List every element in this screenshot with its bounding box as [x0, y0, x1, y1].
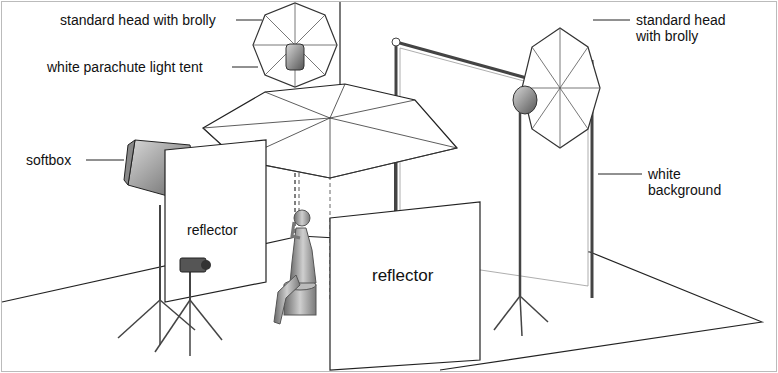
part-label: softbox — [26, 152, 71, 168]
right-brolly — [494, 28, 600, 336]
reflector-panel — [165, 140, 266, 302]
part-label: reflector — [187, 222, 238, 238]
reflector-panel — [330, 202, 480, 370]
part-label: standard head with brolly — [60, 12, 216, 28]
part-label: standard head with brolly — [636, 12, 741, 44]
room-lines — [2, 2, 762, 370]
part-label: white background — [648, 166, 743, 198]
part-label: white parachute light tent — [47, 59, 203, 75]
leader-lines — [86, 20, 642, 174]
model — [274, 210, 316, 324]
part-label: reflector — [372, 266, 433, 285]
camera-tripod — [155, 258, 222, 356]
